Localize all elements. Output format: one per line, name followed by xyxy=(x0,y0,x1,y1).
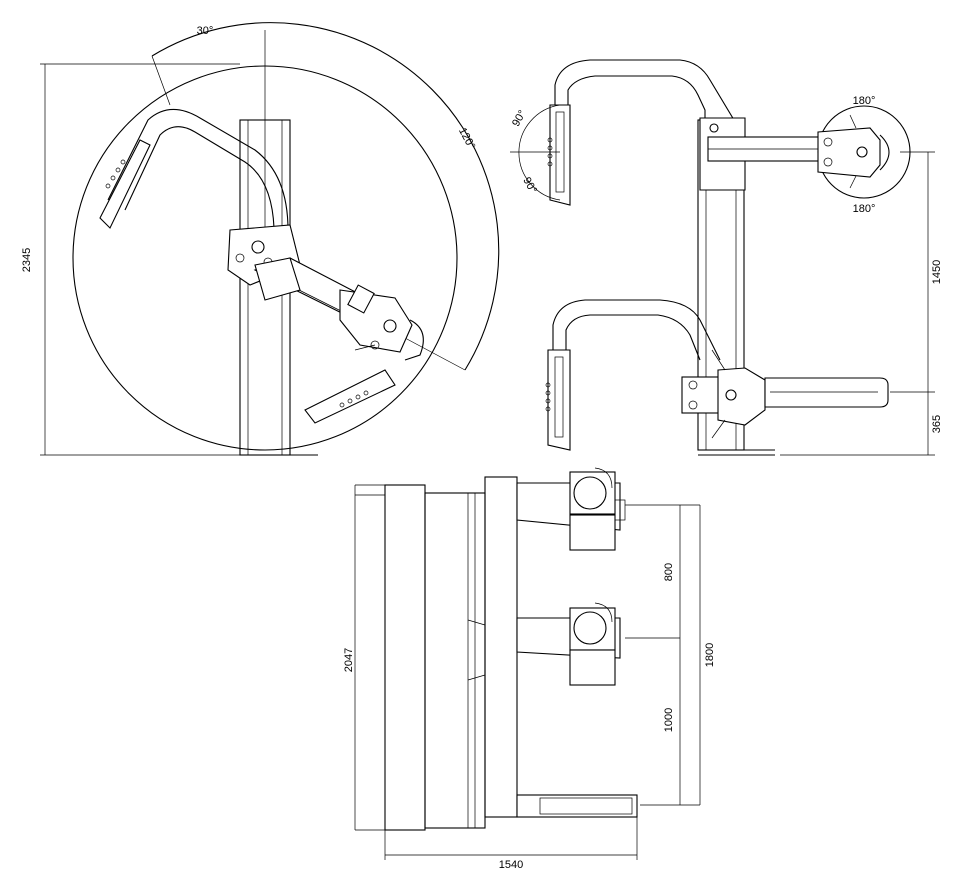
angle-30-label: 30° xyxy=(197,25,214,37)
dim-365-label: 365 xyxy=(931,415,943,433)
bottom-view: 2047 800 1800 1000 1540 xyxy=(343,467,716,871)
lower-detector xyxy=(547,349,571,451)
lower-horizontal-arm xyxy=(764,377,889,408)
c-arm-upper xyxy=(107,108,289,245)
lower-arm xyxy=(552,299,721,361)
lower-arm-inner xyxy=(565,314,701,361)
upper-rot-arc xyxy=(518,104,561,201)
detector-panel xyxy=(99,139,151,229)
dim-2345-label: 2345 xyxy=(21,248,33,272)
dim-1800-label: 1800 xyxy=(704,643,716,667)
right-view: 90° 90° 180° 180° xyxy=(510,59,943,456)
lower-side-tube xyxy=(569,607,616,651)
lower-panel-buttons xyxy=(339,390,369,408)
column-front xyxy=(484,476,518,818)
dim-1540-label: 1540 xyxy=(499,859,523,871)
upper-side-collimator xyxy=(569,514,616,551)
dim-1000-label: 1000 xyxy=(663,708,675,732)
dim-800-label: 800 xyxy=(663,563,675,581)
rot-180-bottom: 180° xyxy=(853,203,876,215)
upper-detector-buttons xyxy=(547,137,553,167)
lower-panel xyxy=(304,369,396,424)
rot-180-top: 180° xyxy=(853,95,876,107)
lower-side-collimator xyxy=(569,649,616,686)
wall-plate xyxy=(384,484,426,831)
hub-bolt xyxy=(251,240,265,254)
tube-handle xyxy=(404,319,424,361)
arm-mount xyxy=(254,257,301,301)
upper-side-tube xyxy=(569,471,616,515)
column-side xyxy=(424,492,486,829)
left-view: 2345 30° 120° xyxy=(21,22,500,456)
dim-2047-label: 2047 xyxy=(343,648,355,672)
floor-arm xyxy=(516,794,638,818)
angle-arc-120 xyxy=(151,22,500,371)
arc-leader xyxy=(151,55,171,106)
collimator xyxy=(347,284,375,314)
top-tube-handle xyxy=(879,134,890,171)
lower-detector-buttons xyxy=(545,382,551,412)
lower-mount-block xyxy=(681,376,723,414)
c-arm-upper-inner xyxy=(124,126,275,245)
upper-arm xyxy=(554,59,741,131)
angle-90-lower: 90° xyxy=(520,175,539,195)
top-tube-head xyxy=(817,127,881,178)
dim-1450-label: 1450 xyxy=(931,260,943,284)
upper-arm-inner xyxy=(567,75,706,165)
upper-detector xyxy=(549,104,571,206)
panel-buttons xyxy=(105,159,126,189)
lower-tube-head xyxy=(717,367,766,426)
angle-90-upper: 90° xyxy=(510,108,529,128)
